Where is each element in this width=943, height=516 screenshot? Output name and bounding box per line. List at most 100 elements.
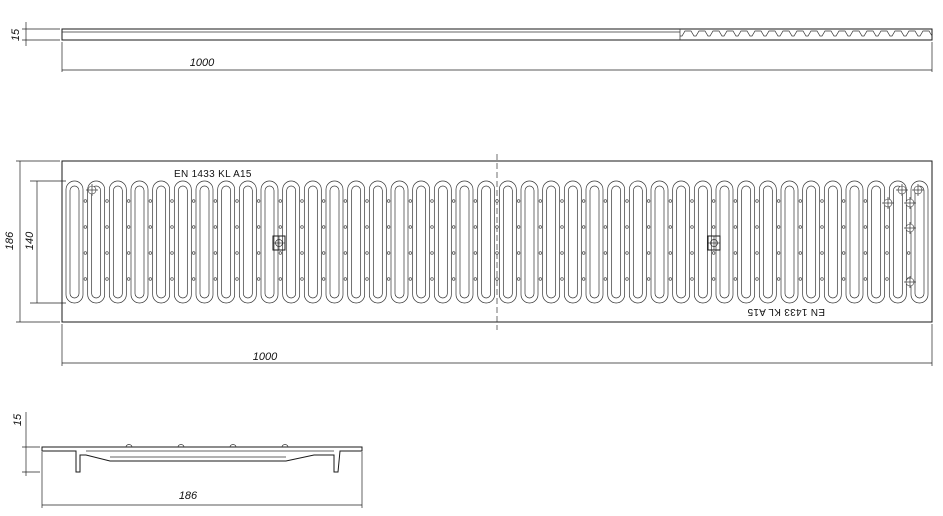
grating-dot — [105, 225, 109, 229]
grating-dot — [387, 225, 391, 229]
grating-slot-inner — [502, 185, 513, 299]
grating-dot — [668, 199, 672, 203]
grating-slot-inner — [806, 185, 817, 299]
grating-slot-inner — [762, 185, 773, 299]
grating-slot — [607, 180, 626, 304]
grating-dot — [452, 251, 456, 255]
grating-dot — [755, 225, 759, 229]
grating-slot — [910, 180, 929, 304]
marking-standard-top: EN 1433 KL A15 — [174, 169, 252, 180]
grating-dot — [777, 251, 781, 255]
grating-slot — [477, 180, 496, 304]
grating-slot-inner — [546, 185, 557, 299]
grating-dot — [777, 199, 781, 203]
grating-dot — [105, 251, 109, 255]
fixing-hole — [86, 184, 98, 196]
grating-dot — [538, 225, 542, 229]
grating-dot — [148, 225, 152, 229]
grating-dot — [820, 251, 824, 255]
grating-dot — [603, 251, 607, 255]
grating-slot — [498, 180, 517, 304]
grating-slot-inner — [437, 185, 448, 299]
grating-slot — [737, 180, 756, 304]
grating-slot-inner — [589, 185, 600, 299]
grating-slot-inner — [329, 185, 340, 299]
grating-dot — [343, 225, 347, 229]
grating-dot — [863, 225, 867, 229]
grating-slot-inner — [567, 185, 578, 299]
grating-dot — [300, 225, 304, 229]
grating-slot — [758, 180, 777, 304]
grating-dot — [712, 225, 716, 229]
grating-slot-inner — [784, 185, 795, 299]
grating-slot-inner — [481, 185, 492, 299]
grating-dot — [365, 251, 369, 255]
grating-dot — [257, 277, 261, 281]
grating-dot — [842, 251, 846, 255]
grating-dot — [885, 251, 889, 255]
grating-dot — [83, 225, 87, 229]
grating-dot — [213, 251, 217, 255]
grating-dot — [300, 199, 304, 203]
grating-slot-inner — [307, 185, 318, 299]
grating-dot — [560, 251, 564, 255]
grating-dot — [582, 225, 586, 229]
grating-dot — [733, 251, 737, 255]
grating-dot — [712, 251, 716, 255]
grating-slot — [152, 180, 171, 304]
grating-dot — [668, 225, 672, 229]
grating-dot — [170, 225, 174, 229]
grating-dot — [798, 225, 802, 229]
grating-dot — [278, 251, 282, 255]
grating-slot-inner — [264, 185, 275, 299]
grating-dot — [170, 251, 174, 255]
grating-dot — [278, 277, 282, 281]
grating-dot — [322, 199, 326, 203]
grating-dot — [365, 225, 369, 229]
grating-dot — [278, 199, 282, 203]
grating-dot — [625, 199, 629, 203]
grating-dot — [83, 277, 87, 281]
grating-dot — [408, 277, 412, 281]
grating-slot — [802, 180, 821, 304]
grating-slot-inner — [827, 185, 838, 299]
grating-slot — [65, 180, 84, 304]
grating-dot — [148, 251, 152, 255]
fixing-hole — [882, 197, 894, 209]
grating-dot — [517, 251, 521, 255]
grating-slot — [823, 180, 842, 304]
grating-slot-inner — [221, 185, 232, 299]
grating-dot — [278, 225, 282, 229]
locking-bolt — [272, 235, 286, 251]
grating-dot — [148, 199, 152, 203]
grating-dot — [560, 225, 564, 229]
grating-dot — [733, 277, 737, 281]
grating-slot-inner — [351, 185, 362, 299]
grating-dot — [647, 225, 651, 229]
grating-slot — [693, 180, 712, 304]
grating-slot-inner — [892, 185, 903, 299]
grating-slot-inner — [112, 185, 123, 299]
grating-dot — [430, 277, 434, 281]
grating-dot — [885, 225, 889, 229]
grating-slot — [715, 180, 734, 304]
grating-dot — [842, 199, 846, 203]
grating-dot — [430, 199, 434, 203]
grating-dot — [495, 199, 499, 203]
dim-plan-length: 1000 — [253, 351, 278, 363]
grating-slot — [87, 180, 106, 304]
grating-slot-inner — [676, 185, 687, 299]
grating-dot — [192, 199, 196, 203]
grating-dot — [798, 251, 802, 255]
grating-dot — [83, 199, 87, 203]
grating-slot-inner — [372, 185, 383, 299]
grating-dot — [603, 225, 607, 229]
grating-dot — [668, 277, 672, 281]
grating-slot — [325, 180, 344, 304]
grating-dot — [755, 199, 759, 203]
grating-slot-inner — [697, 185, 708, 299]
grating-dot — [777, 225, 781, 229]
section-profile — [41, 446, 363, 473]
grating-dot — [625, 225, 629, 229]
grating-slot — [433, 180, 452, 304]
